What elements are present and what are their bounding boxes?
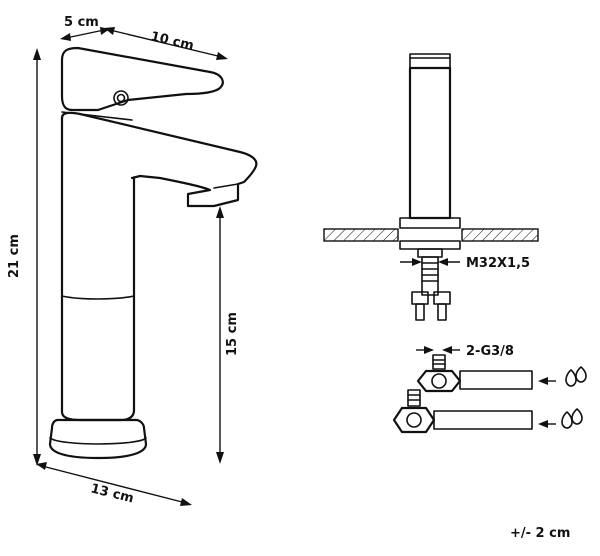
dim-base-depth: 13 cm (36, 462, 192, 506)
lever-handle (60, 46, 224, 112)
spout (60, 111, 258, 208)
faucet-base (48, 418, 148, 460)
faucet-side-view (48, 46, 258, 460)
mounting-detail: M32X1,5 (323, 53, 539, 321)
hose-cold (459, 370, 533, 390)
hose-thread-label: 2-G3/8 (466, 344, 514, 359)
dim-total-height: 21 cm (7, 48, 41, 466)
hot-water-drops-icon (561, 408, 583, 429)
threaded-rod (421, 256, 439, 296)
mount-thread-label: M32X1,5 (466, 256, 530, 271)
handle-screw (113, 90, 129, 106)
faucet-body (60, 116, 136, 422)
dim-top-depth: 5 cm (60, 15, 110, 41)
cold-water-drops-icon (565, 366, 587, 387)
faucet-shank (408, 66, 452, 220)
countertop (323, 228, 399, 242)
dim-spout-height: 15 cm (216, 206, 240, 464)
dim-base-depth-label: 13 cm (89, 481, 135, 506)
dim-spout-length-label: 10 cm (149, 29, 195, 53)
tolerance-label: +/- 2 cm (510, 526, 570, 541)
dim-total-height-label: 21 cm (7, 234, 22, 278)
hose-hot (433, 410, 533, 430)
hose-detail: 2-G3/8 (392, 344, 587, 434)
hose-nut-hot (392, 406, 436, 434)
dim-spout-height-label: 15 cm (225, 312, 240, 356)
dim-top-depth-label: 5 cm (64, 15, 99, 30)
hose-nut-cold (416, 369, 462, 393)
